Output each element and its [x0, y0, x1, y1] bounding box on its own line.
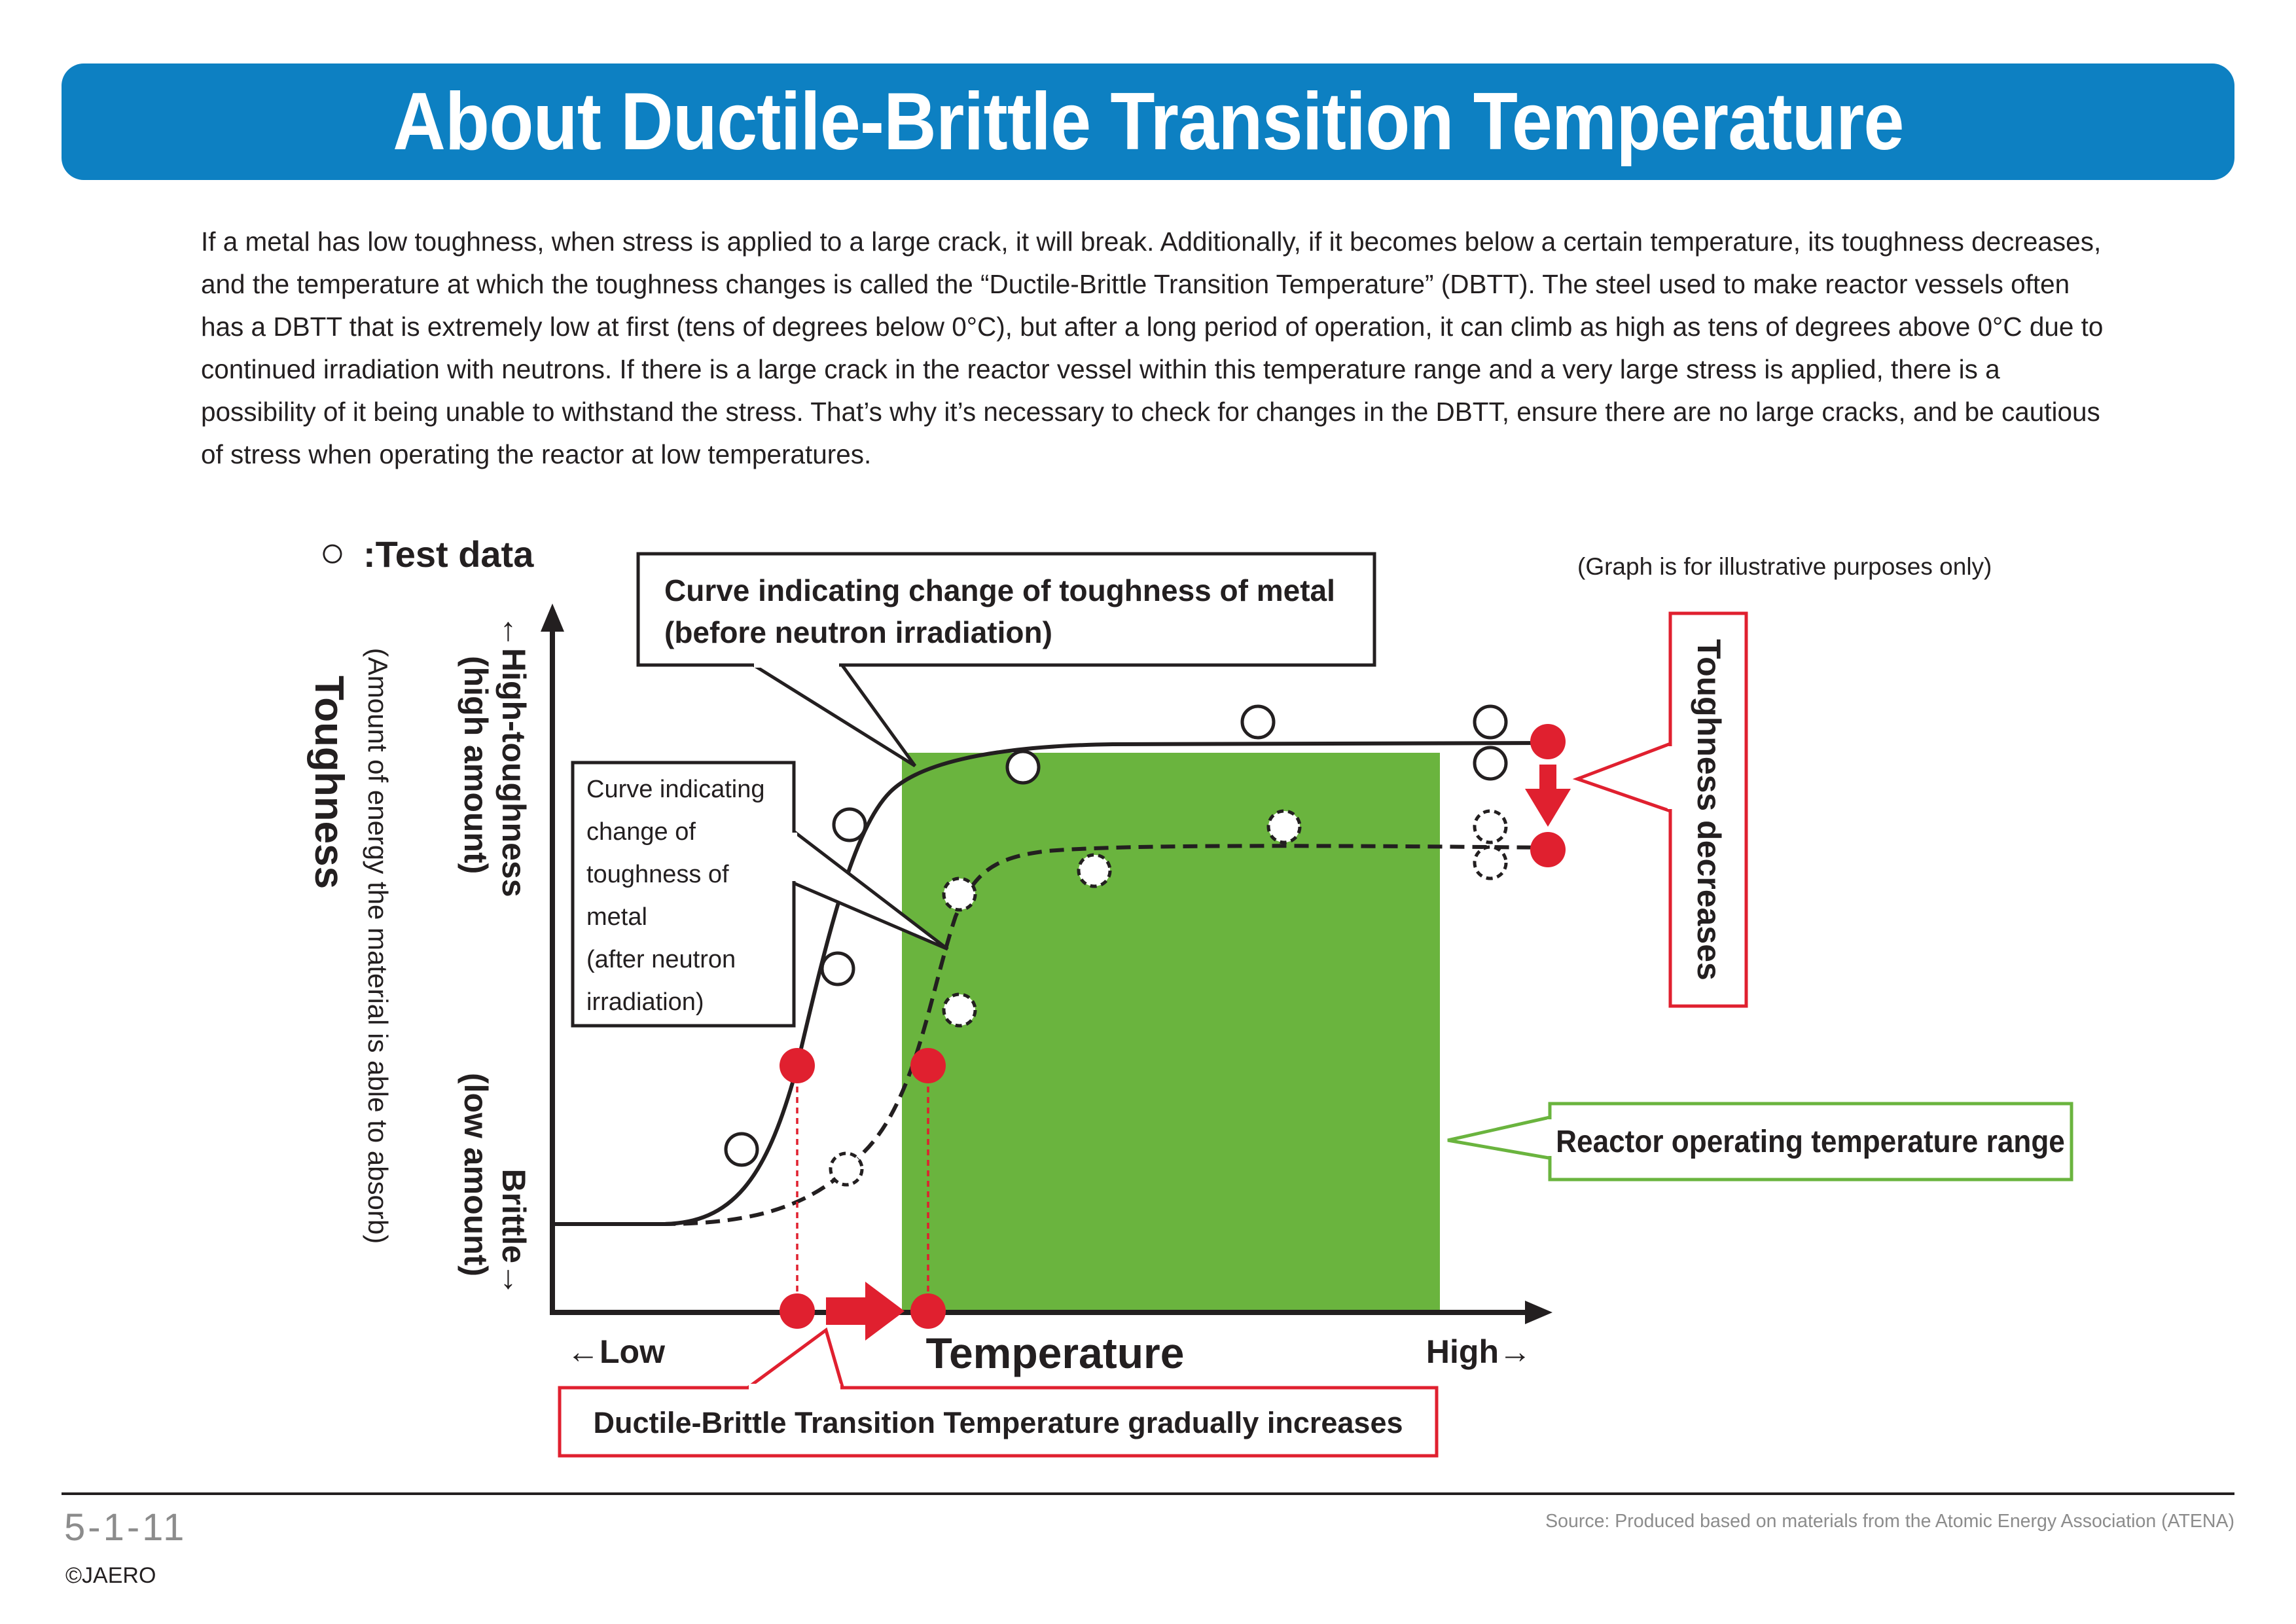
test-data-point [1473, 809, 1508, 844]
callout-before-line-1: Curve indicating change of toughness of … [664, 573, 1335, 607]
page-number: 5-1-11 [64, 1506, 187, 1549]
callout-after-line-2: change of [586, 818, 696, 846]
toughness-before-point [1530, 724, 1566, 759]
dbtt-callout-tail [745, 1327, 845, 1391]
illustrative-note: (Graph is for illustrative purposes only… [1577, 553, 1992, 580]
toughness-decreases-callout-box [1668, 611, 1748, 1008]
test-data-before [724, 704, 1508, 1167]
dbtt-shift-arrow [826, 1282, 905, 1341]
callout-after-line-3: toughness of [586, 861, 729, 888]
title-banner: About Ductile-Brittle Transition Tempera… [62, 63, 2234, 180]
footer-divider [62, 1492, 2234, 1495]
y-axis-arrow [541, 604, 564, 632]
dbtt-callout-text: Ductile-Brittle Transition Temperature g… [593, 1406, 1403, 1439]
dbtt-markers [780, 1048, 946, 1341]
intro-paragraph: If a metal has low toughness, when stres… [201, 226, 2104, 469]
test-data-point [724, 1132, 759, 1167]
operating-range-area [902, 753, 1440, 1314]
toughness-decreases-callout-text: Toughness decreases [1691, 639, 1727, 981]
test-data-after [829, 809, 1508, 1187]
test-data-point [942, 876, 977, 912]
callout-after-box [571, 761, 796, 1028]
x-axis-arrow [1525, 1301, 1552, 1324]
y-axis-subtitle: (Amount of energy the material is able t… [363, 648, 393, 1244]
dbtt-before-curve-point [780, 1048, 815, 1083]
source-credit: Source: Produced based on materials from… [1545, 1511, 2234, 1532]
test-data-point [1473, 704, 1508, 740]
operating-range-callout-text: Reactor operating temperature range [1556, 1123, 2065, 1159]
y-axis-low-sublabel: (low amount) [457, 1073, 494, 1276]
x-axis-title: Temperature [926, 1329, 1185, 1377]
y-axis-high-sublabel: (high amount) [457, 656, 494, 874]
callout-after-line-4: metal [586, 903, 647, 931]
legend-test-data-label: :Test data [363, 533, 534, 575]
test-data-point [1473, 845, 1508, 880]
y-axis-low-label: Brittle→ [495, 1169, 532, 1296]
callout-after-tail [791, 829, 949, 951]
curve-after-irradiation [660, 844, 1552, 1226]
curve-before-irradiation [554, 741, 1552, 1226]
legend-test-data-symbol: ○ [319, 528, 346, 576]
page-title: About Ductile-Brittle Transition Tempera… [392, 77, 1904, 167]
test-data-point [829, 1151, 864, 1187]
callout-after-line-5: (after neutron [586, 946, 736, 973]
callout-before-tail [750, 662, 917, 768]
test-data-point [832, 807, 867, 842]
dbtt-after-curve-point [910, 1048, 946, 1083]
test-data-point [1005, 749, 1041, 785]
test-data-point [1473, 746, 1508, 781]
test-data-point [942, 992, 977, 1028]
operating-range-callout-tail [1447, 1115, 1553, 1161]
test-data-point [820, 951, 855, 986]
copyright: ©JAERO [65, 1563, 156, 1588]
test-data-point [1077, 853, 1112, 888]
toughness-after-point [1530, 832, 1566, 867]
toughness-drop-arrow [1525, 765, 1571, 827]
callout-after-line-1: Curve indicating [586, 776, 764, 803]
test-data-point [1240, 704, 1276, 740]
y-axis-title: Toughness [306, 676, 351, 889]
test-data-point [1266, 809, 1302, 844]
callout-before-box [636, 552, 1376, 667]
dbtt-after-axis-point [910, 1293, 946, 1329]
toughness-drop-markers [1525, 724, 1571, 867]
callout-after-line-6: irradiation) [586, 988, 704, 1016]
dbtt-callout-box [558, 1386, 1439, 1458]
operating-range-callout-box [1548, 1102, 2073, 1182]
y-axis-high-label: ←High-toughness [495, 615, 532, 897]
callout-before-line-2: (before neutron irradiation) [664, 615, 1052, 649]
toughness-decreases-callout-tail [1572, 741, 1673, 814]
dbtt-before-axis-point [780, 1293, 815, 1329]
x-axis-high-label: High→ [1426, 1333, 1532, 1370]
x-axis-low-label: ←Low [567, 1333, 665, 1370]
